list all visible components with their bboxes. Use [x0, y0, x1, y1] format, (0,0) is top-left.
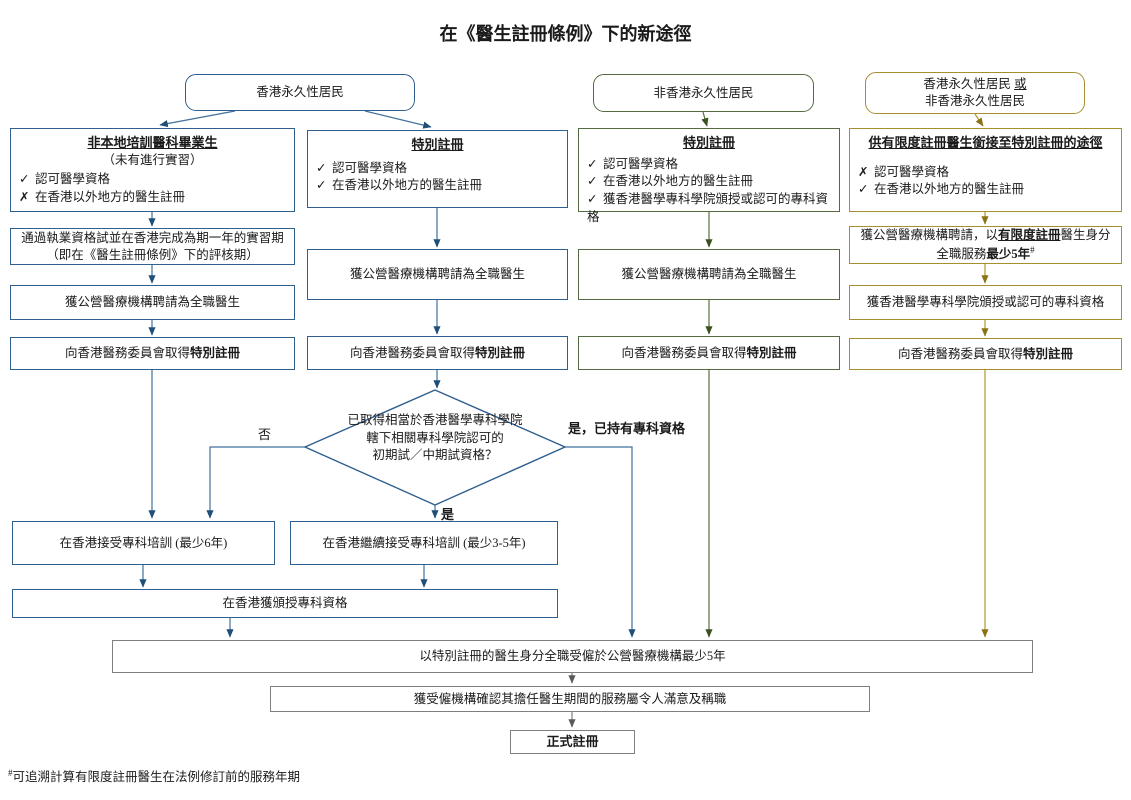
box-specialist-training-6yr: 在香港接受專科培訓 (最少6年)	[12, 521, 275, 565]
box-special-registration-col4: 向香港醫務委員會取得特別註冊	[849, 338, 1122, 370]
check-icon: ✓	[316, 178, 327, 193]
check-icon: ✓	[858, 182, 869, 197]
box-employed-public-fulltime-col1: 獲公營醫療機構聘請為全職醫生	[10, 285, 295, 320]
box-employed-public-fulltime-col2: 獲公營醫療機構聘請為全職醫生	[307, 249, 568, 300]
box-special-registration-entry-col3: 特別註冊 ✓認可醫學資格 ✓在香港以外地方的醫生註冊 ✓獲香港醫學專科學院頒授或…	[578, 128, 840, 224]
cross-icon: ✗	[19, 190, 30, 205]
box-fulltime-employment-5yr-special-registration: 以特別註冊的醫生身分全職受僱於公營醫療機構最少5年	[112, 640, 1033, 673]
check-icon: ✓	[587, 174, 598, 189]
cross-icon: ✗	[858, 164, 869, 179]
label-yes: 是	[441, 507, 455, 522]
box-limited-registration-bridge: 供有限度註冊醫生銜接至特別註冊的途徑 ✗認可醫學資格 ✓在香港以外地方的醫生註冊	[849, 128, 1122, 212]
box-full-registration: 正式註冊	[510, 730, 635, 754]
page-title: 在《醫生註冊條例》下的新途徑	[439, 24, 692, 44]
green-connectors	[701, 111, 713, 638]
check-icon: ✓	[19, 172, 30, 187]
box-employer-confirmation: 獲受僱機構確認其擔任醫生期間的服務屬令人滿意及稱職	[270, 686, 870, 712]
header-hk-permanent-resident: 香港永久性居民	[185, 74, 415, 111]
box-special-registration-col3: 向香港醫務委員會取得特別註冊	[578, 336, 840, 370]
box-continue-specialist-training-3-5yr: 在香港繼續接受專科培訓 (最少3-5年)	[290, 521, 558, 565]
box-special-registration-col1: 向香港醫務委員會取得特別註冊	[10, 337, 295, 370]
box-non-local-medical-graduates: 非本地培訓醫科畢業生 （未有進行實習） ✓認可醫學資格 ✗在香港以外地方的醫生註…	[10, 128, 295, 212]
box-employed-limited-registration-5yr: 獲公營醫療機構聘請，以有限度註冊醫生身分 全職服務最少5年#	[849, 226, 1122, 264]
box-academy-specialist-qualification: 獲香港醫學專科學院頒授或認可的專科資格	[849, 285, 1122, 320]
footnote: #可追溯計算有限度註冊醫生在法例修訂前的服務年期	[8, 767, 301, 784]
gold-connectors	[974, 113, 989, 638]
box-special-registration-col2: 向香港醫務委員會取得特別註冊	[307, 336, 568, 370]
header-hk-or-non-hk-resident: 香港永久性居民 或 非香港永久性居民	[865, 72, 1085, 114]
box-awarded-specialist-qualification-hk: 在香港獲頒授專科資格	[12, 589, 558, 618]
box-special-registration-entry-col2: 特別註冊 ✓認可醫學資格 ✓在香港以外地方的醫生註冊	[307, 130, 568, 208]
check-icon: ✓	[587, 156, 598, 171]
blue-connectors	[139, 110, 636, 638]
label-yes-has-specialist-qualification: 是，已持有專科資格	[568, 421, 686, 436]
check-icon: ✓	[587, 192, 598, 207]
header-non-hk-permanent-resident: 非香港永久性居民	[593, 74, 814, 112]
box-pass-licensing-exam-internship: 通過執業資格試並在香港完成為期一年的實習期 （即在《醫生註冊條例》下的評核期）	[10, 228, 295, 265]
label-no: 否	[258, 427, 272, 442]
box-employed-public-fulltime-col3: 獲公營醫療機構聘請為全職醫生	[578, 249, 840, 300]
decision-diamond-text: 已取得相當於香港醫學專科學院 轄下相關專科學院認可的 初期試／中期試資格？	[347, 413, 523, 462]
check-icon: ✓	[316, 160, 327, 175]
decision-diamond-shape	[303, 389, 567, 506]
